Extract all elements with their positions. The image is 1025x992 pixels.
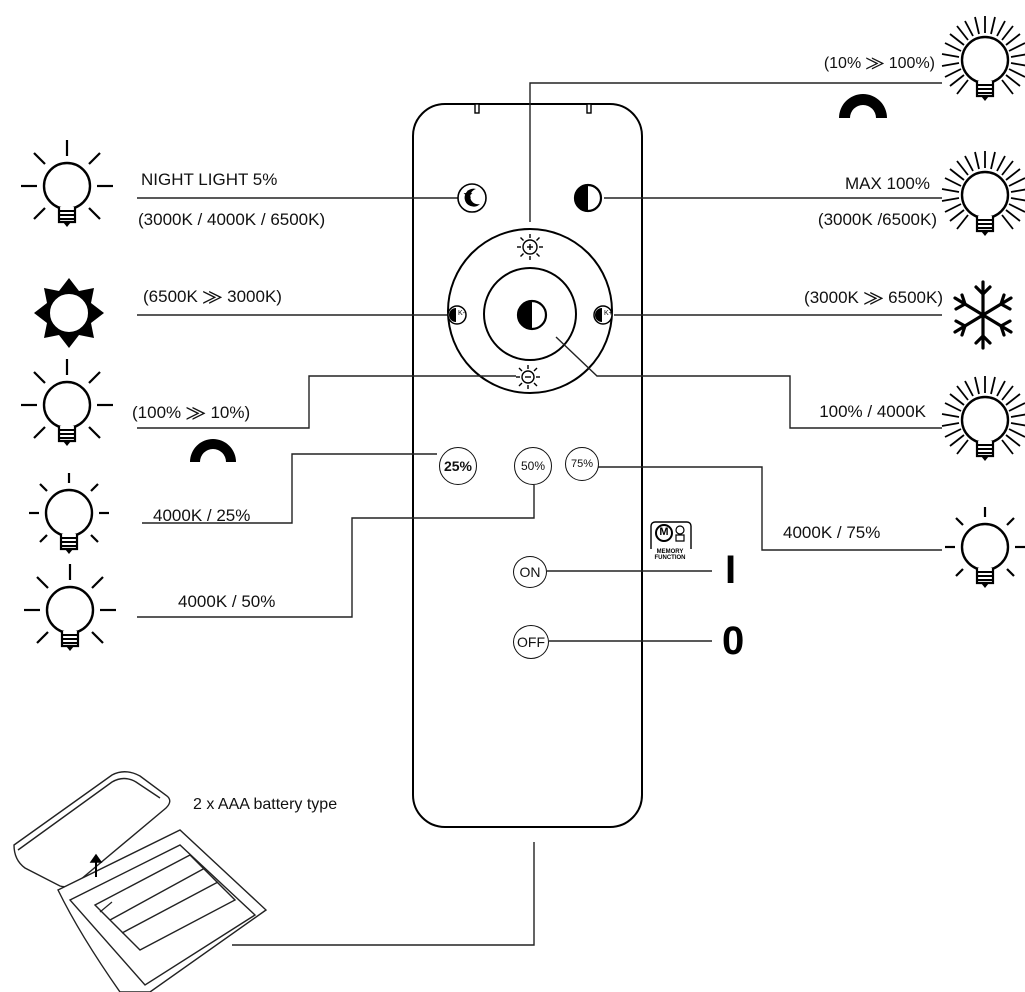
- bulb-50-icon: [24, 564, 116, 651]
- bulb-max-icon: [942, 151, 1025, 236]
- dim-down-label: (100% ⨠ 10%): [132, 403, 251, 422]
- snowflake-icon: [953, 280, 1013, 350]
- k-plus-label: K+: [604, 310, 613, 317]
- night-light-title: NIGHT LIGHT 5%: [141, 170, 278, 189]
- bulb-dim-icon: [21, 359, 113, 446]
- memory-badge-letter: M: [659, 526, 669, 538]
- center-mode-button[interactable]: [516, 299, 548, 331]
- battery-label: 2 x AAA battery type: [193, 796, 338, 813]
- night-light-button[interactable]: [457, 183, 487, 213]
- preset-25-button[interactable]: 25%: [439, 447, 477, 485]
- cool-shift-label: (3000K ⨠ 6500K): [804, 288, 943, 307]
- memory-function-label: MEMORY FUNCTION: [650, 549, 690, 561]
- dim-down-arc-icon: [190, 439, 236, 462]
- k-minus-button[interactable]: [447, 305, 467, 325]
- k-plus-button[interactable]: [593, 305, 613, 325]
- max-button[interactable]: [573, 183, 603, 213]
- off-button[interactable]: OFF: [513, 625, 549, 659]
- preset-50-button[interactable]: 50%: [514, 447, 552, 485]
- preset-75-button[interactable]: 75%: [565, 447, 599, 481]
- k-minus-label: K-: [458, 310, 465, 317]
- brightness-down-icon[interactable]: [516, 365, 540, 389]
- memory-line2: FUNCTION: [654, 555, 686, 561]
- preset-25-label: 4000K / 25%: [153, 506, 251, 525]
- star-icon: [463, 190, 473, 199]
- bulb-night-light-icon: [21, 140, 113, 227]
- brightness-up-icon[interactable]: [517, 234, 543, 260]
- bulb-75-icon: [945, 507, 1025, 588]
- memory-function-badge: M MEMORY FUNCTION: [650, 521, 702, 563]
- bulb-25-icon: [29, 473, 109, 554]
- bulb-center-icon: [942, 376, 1025, 461]
- on-symbol: I: [725, 548, 737, 592]
- warm-shift-label: (6500K ⨠ 3000K): [143, 287, 282, 306]
- off-symbol: 0: [722, 619, 745, 663]
- bright-up-label: (10% ⨠ 100%): [823, 55, 935, 72]
- max-title: MAX 100%: [844, 174, 930, 193]
- on-button[interactable]: ON: [513, 556, 547, 588]
- connector-lines: [137, 82, 942, 946]
- sun-star-icon: [34, 278, 104, 348]
- memory-line1: MEMORY: [656, 549, 684, 555]
- preset-75-label: 4000K / 75%: [783, 523, 881, 542]
- remote-led-right: [586, 103, 592, 114]
- battery-compartment-illustration: [13, 771, 268, 992]
- bright-up-arc-icon: [839, 94, 887, 118]
- remote-led-left: [474, 103, 480, 114]
- center-mode-label: 100% / 4000K: [819, 402, 926, 421]
- preset-50-label: 4000K / 50%: [178, 592, 276, 611]
- bulb-bright-up-icon: [942, 16, 1025, 101]
- max-temps: (3000K /6500K): [817, 210, 937, 229]
- night-light-temps: (3000K / 4000K / 6500K): [138, 210, 326, 229]
